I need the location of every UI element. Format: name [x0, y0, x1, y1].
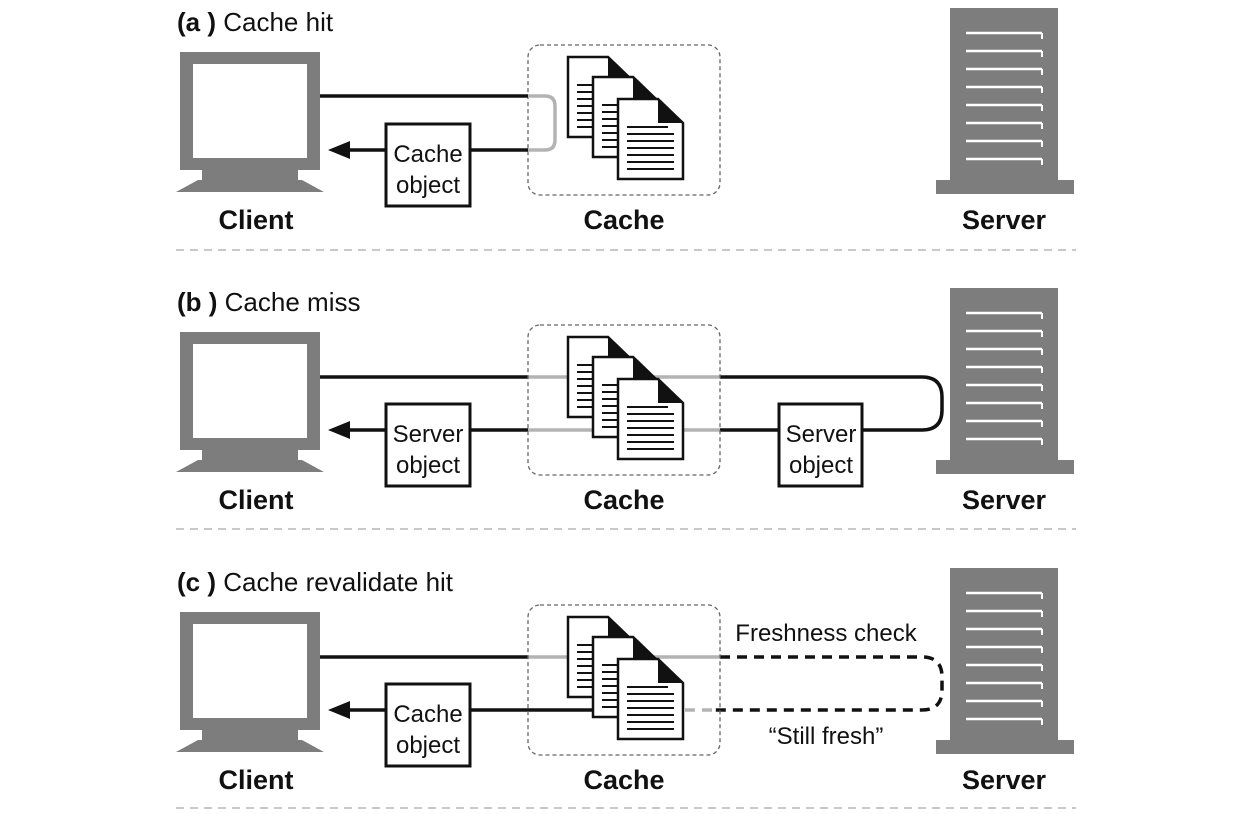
cache-label: Cache — [583, 485, 664, 515]
box-label-line2: object — [396, 452, 460, 479]
box-label-line2: object — [396, 172, 460, 199]
client-label: Client — [218, 765, 293, 795]
server-label: Server — [962, 205, 1047, 235]
panel-title: (a ) Cache hit — [177, 7, 334, 37]
client-label: Client — [218, 485, 293, 515]
panel-title: (c ) Cache revalidate hit — [177, 567, 454, 597]
still-fresh-label: “Still fresh” — [769, 723, 884, 750]
box-label-line1: Cache — [393, 141, 462, 168]
cache-loop-line — [528, 94, 557, 152]
box-label-line1: Server — [786, 421, 857, 448]
cache-object-box — [384, 682, 472, 768]
monitor-icon — [176, 332, 324, 472]
server-object-box — [384, 402, 472, 488]
panel-title: (b ) Cache miss — [177, 287, 360, 317]
cache-label: Cache — [583, 765, 664, 795]
cache-box — [527, 324, 721, 476]
server-tower-icon — [934, 566, 1076, 756]
panel-cache-miss: (b ) Cache miss Client Cache Server Serv… — [176, 286, 1076, 530]
box-label-line2: object — [789, 452, 853, 479]
server-label: Server — [962, 765, 1047, 795]
server-loop-line — [720, 375, 944, 432]
box-label-line1: Cache — [393, 701, 462, 728]
server-label: Server — [962, 485, 1047, 515]
arrow-left-icon — [328, 141, 350, 159]
box-label-line2: object — [396, 732, 460, 759]
box-label-line1: Server — [393, 421, 464, 448]
freshness-check-label: Freshness check — [735, 620, 917, 647]
panel-cache-hit: (a ) Cache hit Client Cache Server Cache… — [176, 6, 1076, 251]
freshness-check-line — [710, 655, 944, 712]
document-stack-icon — [568, 617, 683, 739]
server-object-box — [777, 402, 864, 488]
server-tower-icon — [934, 286, 1076, 476]
client-label: Client — [218, 205, 293, 235]
server-tower-icon — [934, 6, 1076, 196]
document-stack-icon — [568, 337, 683, 459]
arrow-left-icon — [328, 421, 350, 439]
cache-object-box — [384, 122, 472, 208]
document-stack-icon — [568, 57, 683, 179]
cache-label: Cache — [583, 205, 664, 235]
arrow-left-icon — [328, 701, 350, 719]
cache-box — [527, 604, 721, 756]
monitor-icon — [176, 52, 324, 192]
cache-box — [527, 44, 721, 196]
monitor-icon — [176, 612, 324, 752]
panel-cache-revalidate-hit: (c ) Cache revalidate hit Client Cache S… — [176, 566, 1076, 809]
